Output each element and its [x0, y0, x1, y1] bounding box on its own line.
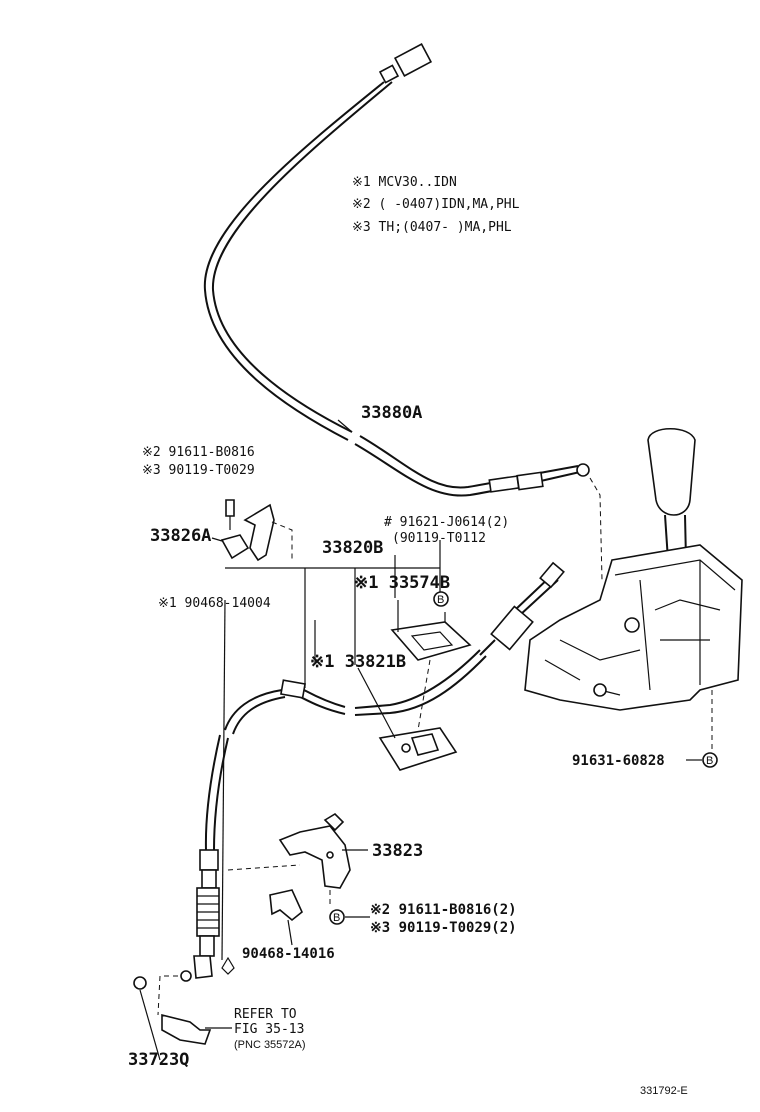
note-2: ※2 ( -0407)IDN,MA,PHL: [352, 197, 520, 212]
label-33823: 33823: [372, 841, 423, 861]
note-1: ※1 MCV30..IDN: [352, 175, 457, 190]
lever-33723q: [133, 976, 212, 1061]
label-33820b: 33820B: [322, 538, 383, 558]
cable-33880a: [203, 43, 603, 581]
shift-lever-assembly: [524, 428, 743, 752]
label-33723q: 33723Q: [128, 1050, 189, 1070]
svg-text:B: B: [437, 594, 444, 606]
clip-90468-14004: [221, 599, 235, 975]
label-fig: FIG 35-13: [234, 1022, 304, 1037]
label-90119-t0029: ※3 90119-T0029: [142, 463, 255, 478]
leader-lines: [205, 419, 702, 1029]
label-91611-b0816: ※2 91611-B0816: [142, 445, 255, 460]
label-90119-t0112: (90119-T0112: [392, 531, 486, 546]
cable-33820b: [157, 561, 565, 1016]
label-33826a: 33826A: [150, 526, 211, 546]
label-90468-14004: ※1 90468-14004: [158, 596, 271, 611]
svg-text:B: B: [333, 912, 340, 924]
label-33880a: 33880A: [361, 403, 422, 423]
bracket-33826a: [220, 499, 293, 562]
label-33574b: ※1 33574B: [354, 573, 450, 593]
label-90119-t0029-2: ※3 90119-T0029(2): [370, 920, 517, 936]
note-3: ※3 TH;(0407- )MA,PHL: [352, 220, 512, 235]
holder-33821b: [357, 659, 458, 771]
bracket-33823: [227, 812, 351, 905]
figure-code: 331792-E: [640, 1085, 688, 1097]
label-pnc: (PNC 35572A): [234, 1039, 306, 1051]
marker-b-top: B: [433, 591, 449, 607]
label-91611-b0816-2: ※2 91611-B0816(2): [370, 902, 517, 918]
marker-b-right: B: [702, 752, 718, 768]
clip-90468-14016: [269, 889, 303, 946]
label-refer-to: REFER TO: [234, 1007, 297, 1022]
plate-33574b: [390, 600, 472, 661]
label-91631-60828: 91631-60828: [572, 753, 665, 769]
label-90468-14016: 90468-14016: [242, 946, 335, 962]
svg-text:B: B: [706, 755, 713, 767]
label-91621-j0614: # 91621-J0614(2): [384, 515, 509, 530]
marker-b-bottom: B: [329, 909, 345, 925]
label-33821b: ※1 33821B: [310, 652, 406, 672]
